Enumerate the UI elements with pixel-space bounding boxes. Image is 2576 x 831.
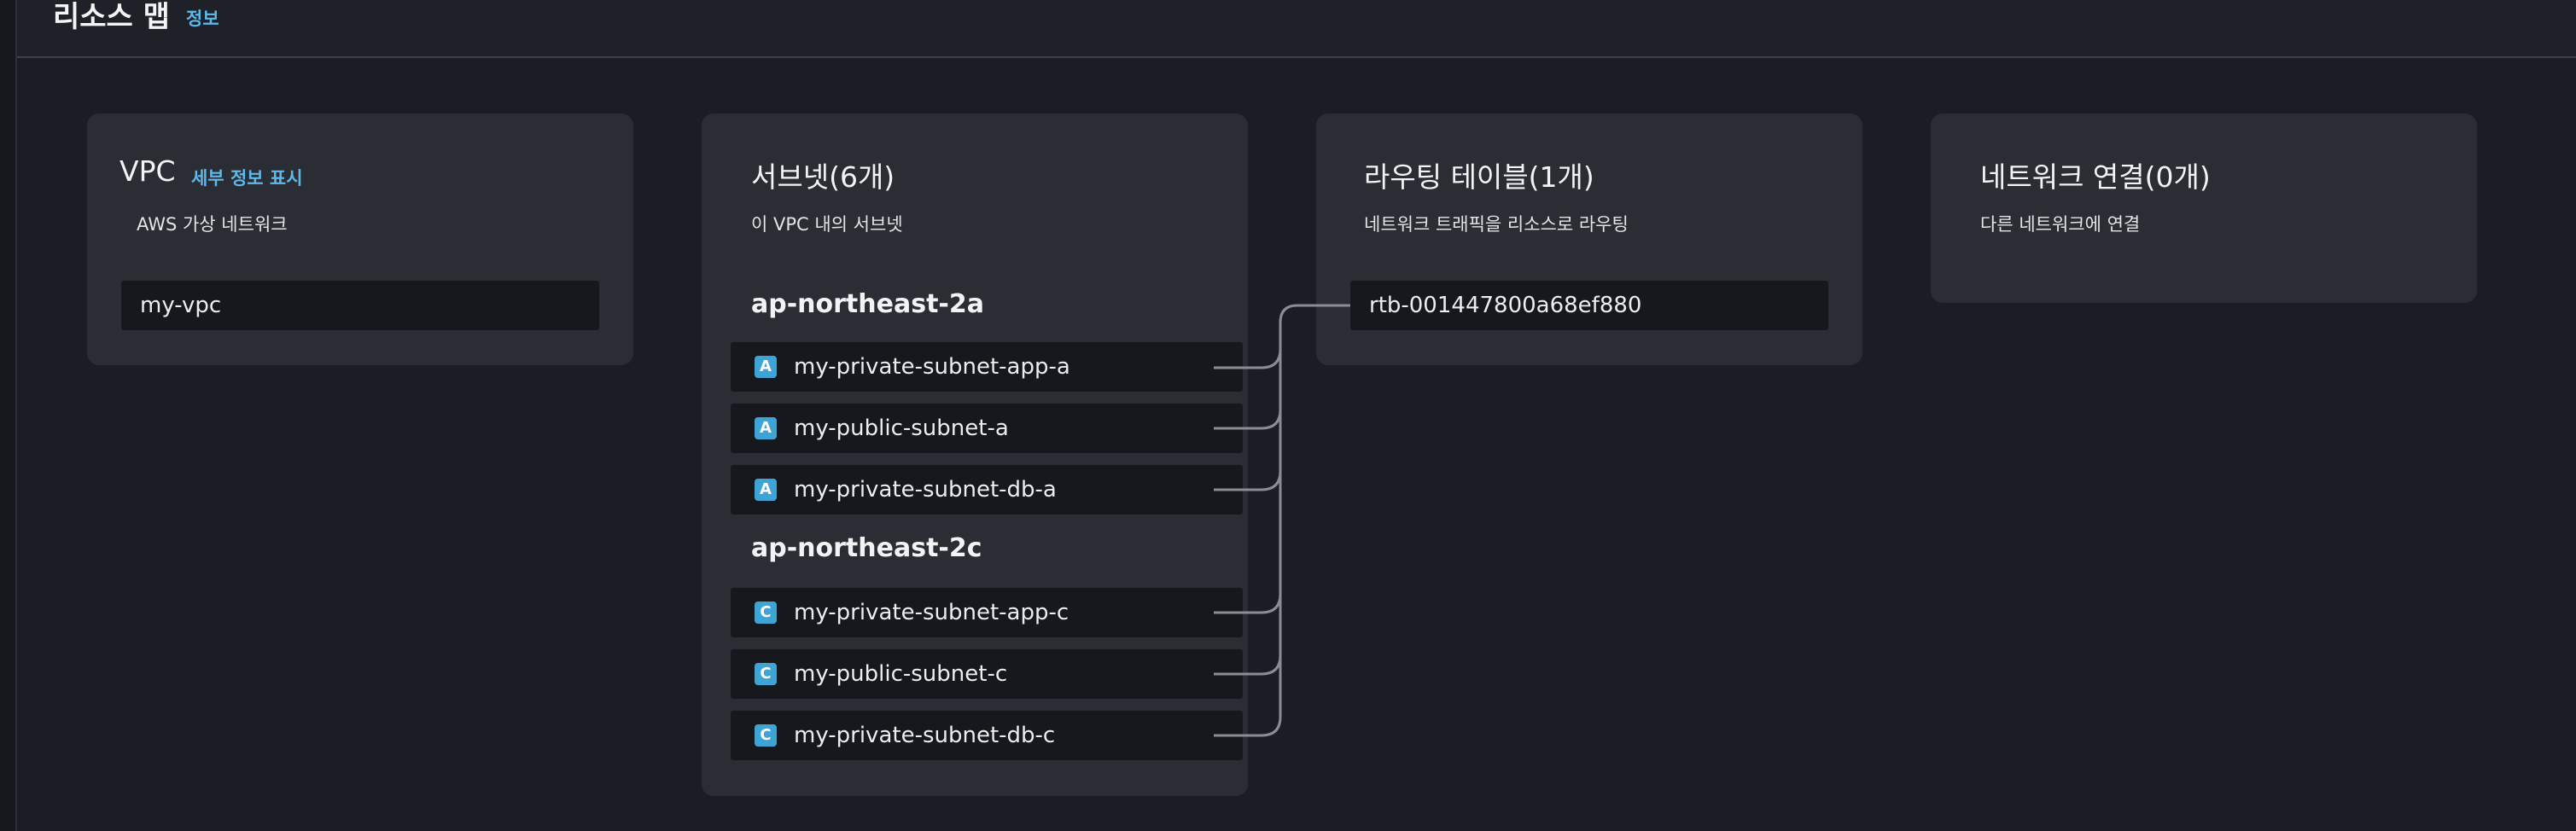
subnets-card-subtitle: 이 VPC 내의 서브넷 (751, 214, 903, 235)
subnet-item[interactable]: A my-private-subnet-app-a (731, 342, 1243, 392)
subnet-item[interactable]: C my-private-subnet-db-c (731, 711, 1243, 760)
az-heading-2c: ap-northeast-2c (751, 533, 982, 563)
subnet-item[interactable]: A my-private-subnet-db-a (731, 465, 1243, 514)
left-rail (0, 0, 17, 831)
az-badge-icon: C (755, 724, 777, 747)
connector-line (1214, 655, 1282, 737)
az-badge-icon: C (755, 663, 777, 685)
network-connections-card-subtitle: 다른 네트워크에 연결 (1980, 214, 2141, 235)
route-tables-card-title: 라우팅 테이블(1개) (1364, 160, 1594, 194)
info-link[interactable]: 정보 (186, 9, 219, 29)
network-connections-card-title: 네트워크 연결(0개) (1980, 160, 2211, 194)
subnet-name: my-private-subnet-app-c (794, 600, 1069, 625)
az-badge-icon: A (755, 479, 777, 501)
vpc-item[interactable]: my-vpc (121, 281, 599, 330)
route-tables-card-subtitle: 네트워크 트래픽을 리소스로 라우팅 (1364, 214, 1629, 235)
subnet-item[interactable]: C my-private-subnet-app-c (731, 588, 1243, 637)
subnet-name: my-public-subnet-a (794, 416, 1009, 441)
subnet-item[interactable]: A my-public-subnet-a (731, 404, 1243, 453)
az-badge-icon: C (755, 601, 777, 624)
connector-line (1214, 410, 1282, 491)
vpc-card-subtitle: AWS 가상 네트워크 (137, 214, 288, 235)
subnet-name: my-private-subnet-db-a (794, 477, 1057, 503)
az-badge-icon: A (755, 417, 777, 439)
connector-line (1214, 304, 1350, 369)
route-tables-card: 라우팅 테이블(1개) 네트워크 트래픽을 리소스로 라우팅 rtb-00144… (1316, 113, 1862, 365)
subnet-name: my-private-subnet-db-c (794, 723, 1056, 748)
subnets-card-title: 서브넷(6개) (751, 160, 895, 194)
az-heading-2a: ap-northeast-2a (751, 289, 984, 319)
subnet-name: my-public-subnet-c (794, 661, 1008, 687)
az-badge-icon: A (755, 356, 777, 378)
route-table-item[interactable]: rtb-001447800a68ef880 (1350, 281, 1828, 330)
subnet-item[interactable]: C my-public-subnet-c (731, 649, 1243, 699)
show-details-link[interactable]: 세부 정보 표시 (191, 168, 303, 189)
network-connections-card: 네트워크 연결(0개) 다른 네트워크에 연결 (1931, 113, 2477, 303)
connector-line (1214, 323, 1282, 430)
page-header: 리소스 맵 정보 (17, 0, 2576, 58)
subnet-name: my-private-subnet-app-a (794, 354, 1070, 380)
subnets-card: 서브넷(6개) 이 VPC 내의 서브넷 ap-northeast-2a A m… (702, 113, 1248, 796)
page-title: 리소스 맵 (53, 0, 170, 34)
connector-line (1214, 471, 1282, 614)
vpc-card-title: VPC (119, 154, 176, 188)
vpc-card: VPC 세부 정보 표시 AWS 가상 네트워크 my-vpc (87, 113, 633, 365)
connector-line (1214, 594, 1282, 676)
